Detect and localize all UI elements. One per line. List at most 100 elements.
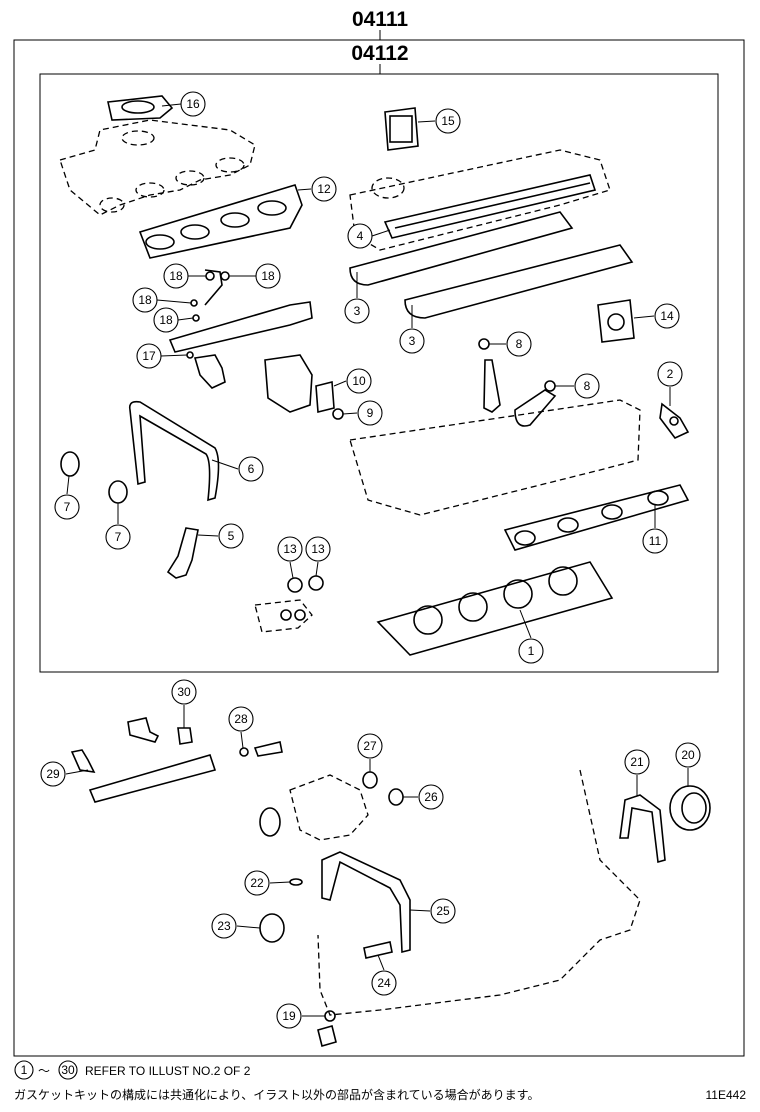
callout-number: 24: [377, 976, 391, 990]
rear-seal-retainer-gasket: [619, 794, 666, 864]
flange-hole: [280, 609, 292, 621]
callout-c2: 2: [657, 361, 683, 387]
callout-number: 16: [186, 97, 200, 111]
callout-circle: [305, 536, 331, 562]
callout-number: 15: [441, 114, 455, 128]
cylinder-head-gasket: [376, 561, 614, 656]
oil-seal-7b: [108, 480, 128, 504]
head-cover-gasket-3b: [404, 244, 634, 319]
gasket-hole: [669, 416, 679, 426]
water-inlet-housing: [264, 354, 313, 413]
callout-c29: 29: [40, 761, 66, 787]
range-end-circle: [58, 1060, 78, 1080]
callout-circle: [654, 303, 680, 329]
gasket-port: [557, 517, 579, 533]
callout-number: 26: [424, 790, 438, 804]
callout-number: 21: [630, 755, 644, 769]
callout-number: 7: [115, 530, 122, 544]
callout-circle: [574, 373, 600, 399]
fuel-injector: [193, 354, 226, 389]
range-start-circle: [14, 1060, 34, 1080]
callout-c8a: 8: [506, 331, 532, 357]
callout-c1: 1: [518, 638, 544, 664]
range-end-number: 30: [61, 1063, 75, 1077]
callout-circle: [357, 400, 383, 426]
plug-19: [324, 1010, 336, 1022]
manifold-port: [121, 130, 155, 146]
callout-c22: 22: [244, 870, 270, 896]
gasket-port: [514, 530, 536, 546]
valve-stem-seal: [544, 380, 556, 392]
crankcase-outline: [317, 769, 641, 1016]
callout-circle: [357, 733, 383, 759]
callout-c18c: 18: [132, 287, 158, 313]
callout-c17: 17: [136, 343, 162, 369]
callout-circle: [675, 742, 701, 768]
callout-circle: [346, 368, 372, 394]
oil-seal-23: [259, 913, 285, 943]
clip-29: [70, 749, 96, 774]
o-ring-9: [332, 408, 344, 420]
callout-c4: 4: [347, 223, 373, 249]
callout-number: 8: [516, 337, 523, 351]
o-ring: [205, 271, 215, 281]
callout-circle: [430, 898, 456, 924]
bore-2: [458, 592, 488, 622]
callout-c10: 10: [346, 368, 372, 394]
gasket-2: [659, 402, 690, 439]
crankshaft-rear-oil-seal: [669, 785, 711, 831]
o-ring-22: [289, 878, 303, 886]
callout-number: 7: [64, 500, 71, 514]
callout-circle: [153, 307, 179, 333]
ring-13b: [308, 575, 324, 591]
callout-c7a: 7: [54, 494, 80, 520]
callout-number: 9: [367, 406, 374, 420]
head-cover-gasket: [383, 174, 597, 239]
callout-circle: [132, 287, 158, 313]
callout-number: 18: [261, 269, 275, 283]
callout-circle: [642, 528, 668, 554]
valve: [483, 359, 501, 413]
washer-28: [239, 747, 249, 757]
gasket-bore: [121, 100, 155, 114]
callout-c13b: 13: [305, 536, 331, 562]
gasket-port: [257, 200, 287, 216]
callout-number: 1: [528, 644, 535, 658]
inner-group-code: 04112: [351, 42, 408, 65]
gasket-port: [220, 212, 250, 228]
callout-c18d: 18: [153, 307, 179, 333]
callout-number: 4: [357, 229, 364, 243]
exhaust-manifold-gasket: [503, 484, 690, 551]
callout-number: 3: [354, 304, 361, 318]
sensor-28: [253, 741, 283, 757]
japanese-note: ガスケットキットの構成には共通化により、イラスト以外の部品が含まれている場合があ…: [14, 1087, 539, 1102]
callout-circle: [347, 223, 373, 249]
callout-circle: [311, 176, 337, 202]
callout-circle: [163, 263, 189, 289]
sensor-30: [127, 717, 160, 743]
callout-c25: 25: [430, 898, 456, 924]
callout-circle: [255, 263, 281, 289]
callout-circle: [435, 108, 461, 134]
oil-filler-cap: [371, 177, 405, 199]
callout-circle: [136, 343, 162, 369]
callout-circle: [418, 784, 444, 810]
manifold-port: [99, 197, 125, 213]
gasket-port: [180, 224, 210, 240]
callout-circle: [506, 331, 532, 357]
callout-circle: [399, 328, 425, 354]
leader-lines: [65, 103, 689, 1017]
gasket-opening: [389, 115, 413, 143]
callout-number: 27: [363, 739, 377, 753]
water-pump-pulley: [259, 807, 281, 837]
o-ring-27: [362, 771, 378, 789]
callout-number: 23: [217, 919, 231, 933]
head-cover-gasket-inner: [394, 182, 591, 229]
callout-circle: [238, 456, 264, 482]
footer-note: 1 ～ 30 REFER TO ILLUST NO.2 OF 2 ガスケットキッ…: [14, 1060, 746, 1102]
water-outlet-gasket: [315, 380, 335, 414]
callout-c24: 24: [371, 970, 397, 996]
callout-circle: [371, 970, 397, 996]
callout-c14: 14: [654, 303, 680, 329]
callout-number: 2: [667, 367, 674, 381]
